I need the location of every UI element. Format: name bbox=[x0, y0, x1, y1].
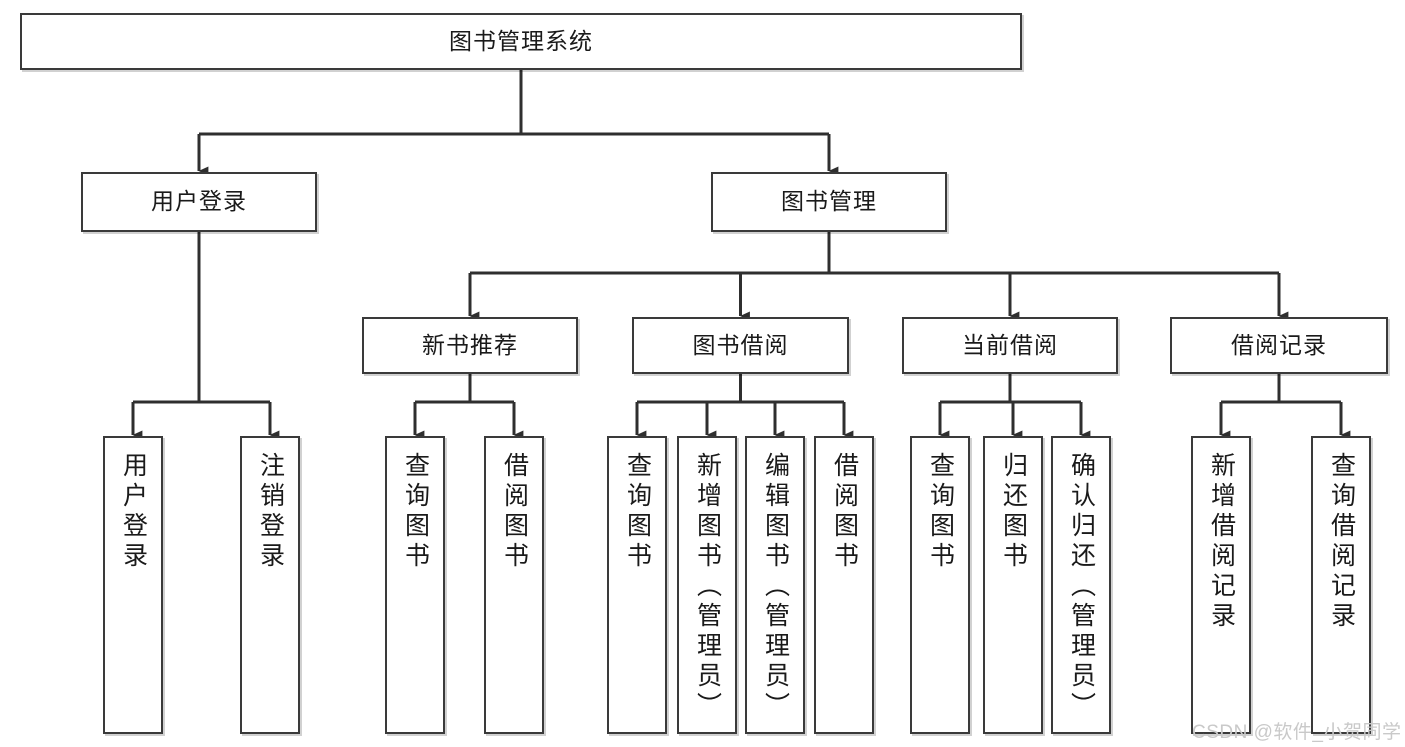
node-label: 新书推荐 bbox=[422, 331, 518, 358]
node-leaf-borrow-4[interactable]: 借阅图书 bbox=[814, 436, 874, 734]
node-label: 图书管理 bbox=[781, 188, 877, 215]
node-label: 确认归还（管理员） bbox=[1067, 452, 1096, 722]
node-label: 查询图书 bbox=[623, 452, 652, 572]
node-leaf-borrow-3[interactable]: 编辑图书（管理员） bbox=[745, 436, 805, 734]
node-label: 借阅记录 bbox=[1231, 331, 1327, 358]
node-leaf-cur-3[interactable]: 确认归还（管理员） bbox=[1051, 436, 1111, 734]
node-label: 图书借阅 bbox=[692, 331, 789, 358]
csdn-watermark: CSDN @软件_小贺同学 bbox=[1192, 722, 1402, 743]
node-label: 图书管理系统 bbox=[449, 27, 593, 54]
node-label: 借阅图书 bbox=[830, 452, 859, 572]
node-label: 当前借阅 bbox=[962, 331, 1058, 358]
node-root[interactable]: 图书管理系统 bbox=[20, 13, 1022, 70]
node-label: 注销登录 bbox=[256, 452, 285, 572]
node-login[interactable]: 用户登录 bbox=[81, 172, 317, 232]
node-record[interactable]: 借阅记录 bbox=[1170, 317, 1388, 374]
node-label: 编辑图书（管理员） bbox=[761, 452, 790, 722]
node-label: 用户登录 bbox=[119, 452, 148, 572]
node-leaf-rec-2[interactable]: 查询借阅记录 bbox=[1311, 436, 1371, 734]
node-newbook[interactable]: 新书推荐 bbox=[362, 317, 578, 374]
node-bookmgmt[interactable]: 图书管理 bbox=[711, 172, 947, 232]
node-leaf-borrow-1[interactable]: 查询图书 bbox=[607, 436, 667, 734]
node-label: 查询图书 bbox=[926, 452, 955, 572]
node-leaf-new-1[interactable]: 查询图书 bbox=[385, 436, 445, 734]
node-label: 查询借阅记录 bbox=[1327, 452, 1356, 632]
node-leaf-cur-1[interactable]: 查询图书 bbox=[910, 436, 970, 734]
node-leaf-login-2[interactable]: 注销登录 bbox=[240, 436, 300, 734]
node-leaf-borrow-2[interactable]: 新增图书（管理员） bbox=[677, 436, 737, 734]
node-leaf-new-2[interactable]: 借阅图书 bbox=[484, 436, 544, 734]
node-current[interactable]: 当前借阅 bbox=[902, 317, 1118, 374]
edge-group bbox=[131, 70, 1351, 440]
node-leaf-cur-2[interactable]: 归还图书 bbox=[983, 436, 1043, 734]
node-label: 借阅图书 bbox=[500, 452, 529, 572]
node-label: 新增借阅记录 bbox=[1207, 452, 1236, 632]
node-label: 用户登录 bbox=[151, 188, 247, 215]
node-borrow[interactable]: 图书借阅 bbox=[632, 317, 849, 374]
node-leaf-login-1[interactable]: 用户登录 bbox=[103, 436, 163, 734]
node-label: 查询图书 bbox=[401, 452, 430, 572]
node-label: 归还图书 bbox=[999, 452, 1028, 572]
node-leaf-rec-1[interactable]: 新增借阅记录 bbox=[1191, 436, 1251, 734]
node-label: 新增图书（管理员） bbox=[693, 452, 722, 722]
